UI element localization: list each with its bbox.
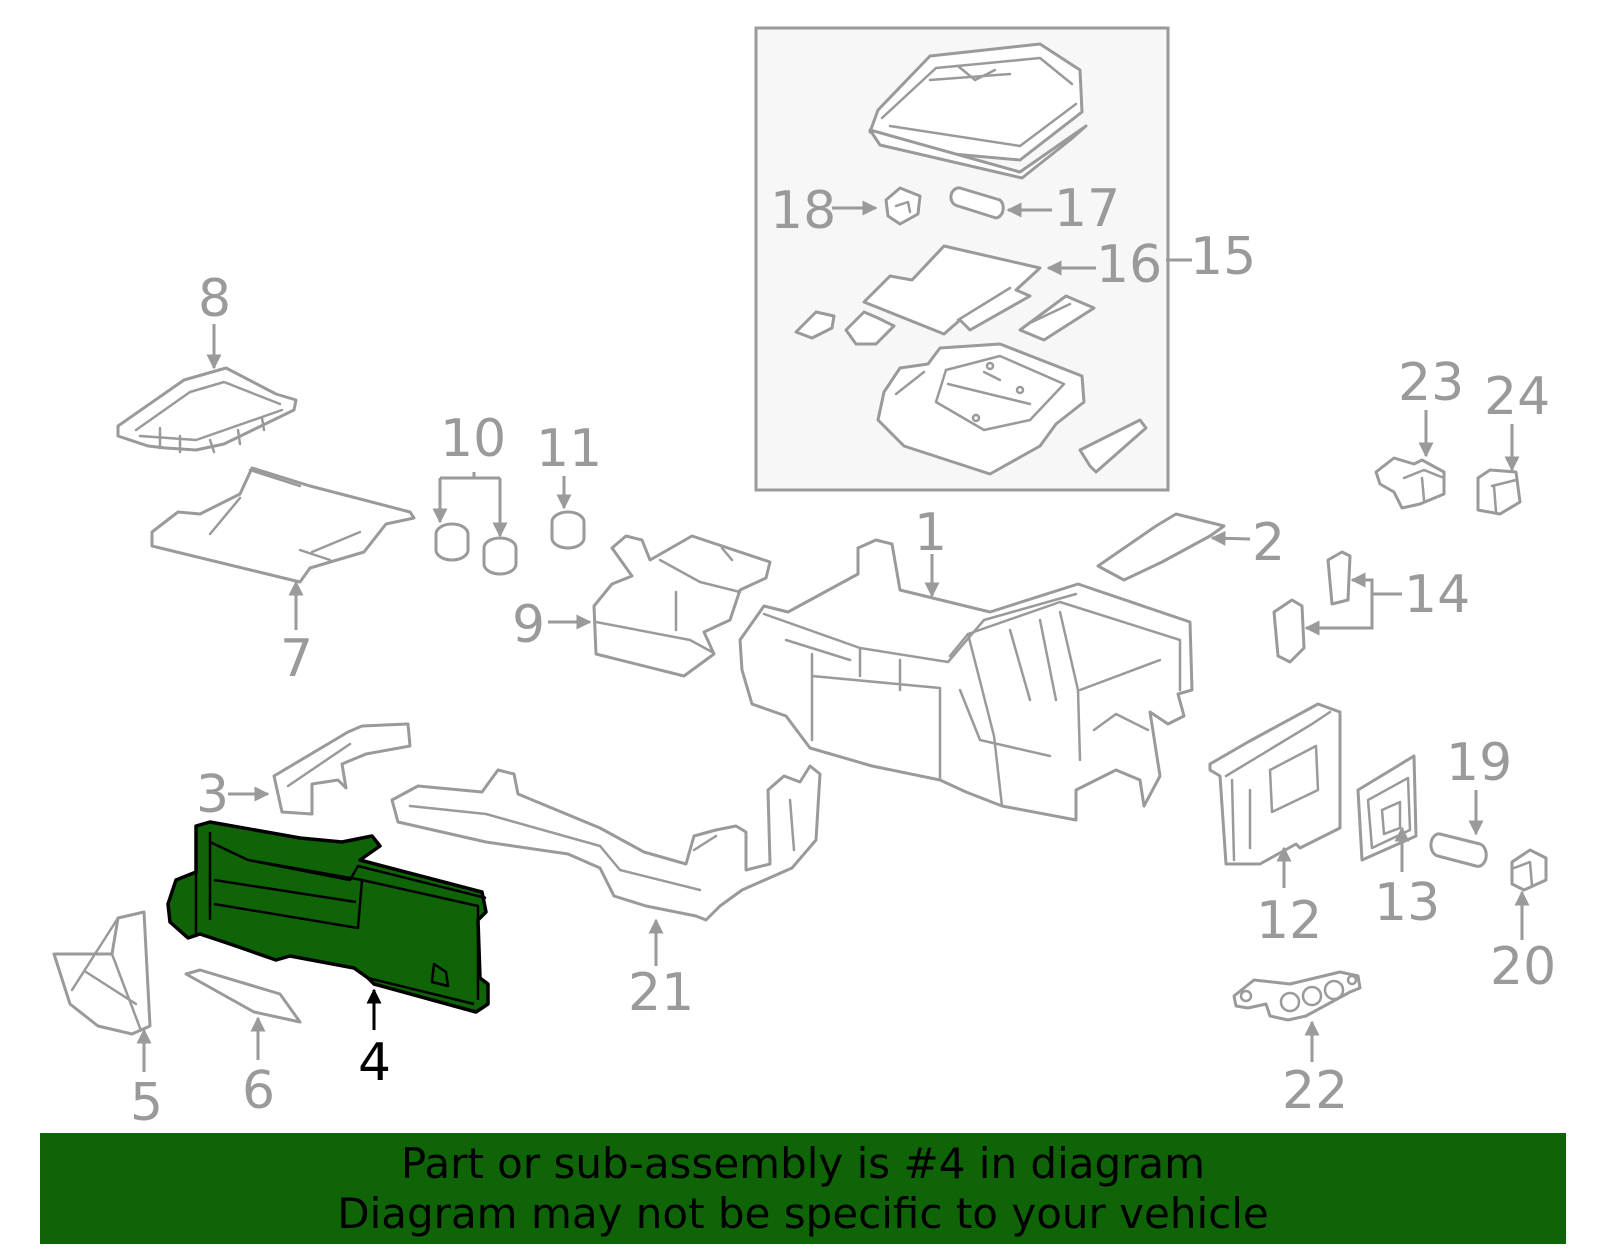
part-23-switch[interactable] <box>1374 456 1446 510</box>
part-22-switch-panel[interactable] <box>1232 970 1362 1022</box>
callout-12: 12 <box>1256 891 1322 951</box>
callout-21: 21 <box>628 963 694 1023</box>
part-7-panel[interactable] <box>150 466 416 584</box>
callout-8: 8 <box>198 269 231 329</box>
callout-13: 13 <box>1374 873 1440 933</box>
callout-20: 20 <box>1490 937 1556 997</box>
banner-line-2: Diagram may not be specific to your vehi… <box>337 1188 1269 1238</box>
callout-18: 18 <box>770 181 836 241</box>
part-17-pin[interactable] <box>949 186 1005 220</box>
callout-14: 14 <box>1404 565 1470 625</box>
callout-9: 9 <box>512 595 545 655</box>
part-16-plate[interactable] <box>862 244 1042 336</box>
callout-6: 6 <box>242 1061 275 1121</box>
part-15-small-clips[interactable] <box>794 294 1096 346</box>
part-13-module[interactable] <box>1356 754 1418 862</box>
part-24-switch[interactable] <box>1476 468 1522 516</box>
part-11-plug[interactable] <box>550 510 586 550</box>
part-15-armrest-lid[interactable] <box>868 42 1088 180</box>
part-2-cover[interactable] <box>1096 512 1226 582</box>
part-18-clip[interactable] <box>884 186 922 226</box>
callout-3: 3 <box>196 765 229 825</box>
callout-16: 16 <box>1096 235 1162 295</box>
part-3-bracket[interactable] <box>272 722 412 816</box>
part-6-trim-strip[interactable] <box>184 968 302 1024</box>
callout-24: 24 <box>1484 367 1550 427</box>
callout-22: 22 <box>1282 1061 1348 1121</box>
part-14-clips[interactable] <box>1272 550 1352 664</box>
callout-labels: 1 2 3 4 5 6 7 8 9 10 11 12 13 14 15 16 1… <box>130 179 1556 1133</box>
callout-4: 4 <box>358 1033 391 1093</box>
callout-15: 15 <box>1190 227 1256 287</box>
part-4-highlighted-panel[interactable] <box>166 820 490 1014</box>
callout-11: 11 <box>536 419 602 479</box>
callout-1: 1 <box>914 503 947 563</box>
part-19-pin[interactable] <box>1429 832 1488 868</box>
callout-10: 10 <box>440 409 506 469</box>
callout-23: 23 <box>1398 353 1464 413</box>
callout-19: 19 <box>1446 733 1512 793</box>
part-10-plugs[interactable] <box>434 522 518 576</box>
part-12-side-panel[interactable] <box>1208 702 1342 866</box>
callout-2: 2 <box>1252 513 1285 573</box>
callout-17: 17 <box>1054 179 1120 239</box>
callout-7: 7 <box>280 629 313 689</box>
part-5-trim-piece[interactable] <box>52 910 152 1036</box>
part-21-support-rail[interactable] <box>390 764 822 922</box>
part-8-trim-frame[interactable] <box>116 366 298 454</box>
part-20-clip[interactable] <box>1510 848 1548 892</box>
info-banner: Part or sub-assembly is #4 in diagram Di… <box>40 1133 1566 1244</box>
part-15-armrest-base[interactable] <box>876 342 1148 476</box>
callout-5: 5 <box>130 1073 163 1133</box>
part-9-shifter-bracket[interactable] <box>592 534 772 678</box>
banner-line-1: Part or sub-assembly is #4 in diagram <box>400 1138 1206 1188</box>
part-1-console-body[interactable] <box>738 538 1194 822</box>
leader-lines <box>136 200 1530 1072</box>
